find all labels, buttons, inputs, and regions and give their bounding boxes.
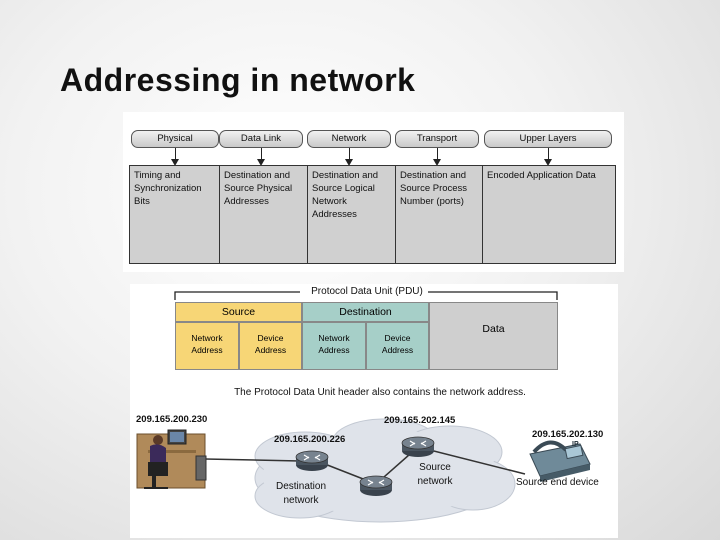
source-network-label: Source network — [406, 461, 464, 489]
router-icon — [401, 436, 435, 457]
description-line: Encoded Application Data — [487, 170, 596, 181]
label-line: Source — [419, 462, 451, 473]
description-line: Source Logical — [312, 183, 375, 194]
description-line: Number (ports) — [400, 196, 464, 207]
field-label: Network — [191, 333, 223, 343]
router-icon — [295, 450, 329, 471]
host-ip-label: 209.165.200.230 — [136, 414, 208, 425]
pdu-source-network-address: Network Address — [175, 322, 239, 370]
label-line: network — [417, 476, 453, 487]
pdu-destination-device-address: Device Address — [366, 322, 429, 370]
pdu-title: Protocol Data Unit (PDU) — [311, 286, 423, 297]
down-arrow-icon — [171, 148, 179, 166]
layer-network-button: Network — [307, 130, 391, 148]
field-label: Network — [318, 333, 350, 343]
src-router-ip-label: 209.165.202.145 — [384, 415, 456, 426]
description-line: Destination and — [224, 170, 291, 181]
field-label: Device — [257, 333, 284, 343]
datalink-description: Destination and Source Physical Addresse… — [220, 166, 308, 263]
down-arrow-icon — [345, 148, 353, 166]
layer-datalink-button: Data Link — [219, 130, 303, 148]
pdu-bracket — [174, 291, 558, 300]
down-arrow-icon — [433, 148, 441, 166]
description-line: Bits — [134, 196, 150, 207]
field-label: Device — [384, 333, 411, 343]
field-label: Address — [318, 345, 350, 355]
layer-description-panel: Timing and Synchronization Bits Destinat… — [129, 165, 616, 264]
layer-upper-button: Upper Layers — [484, 130, 612, 148]
pdu-source-device-address: Device Address — [239, 322, 302, 370]
down-arrow-icon — [257, 148, 265, 166]
osi-addressing-figure: Physical Data Link Network Transport Upp… — [123, 112, 624, 272]
label-line: Destination — [275, 481, 327, 492]
description-line: Destination and — [312, 170, 379, 181]
pc-user-icon — [136, 429, 207, 489]
source-end-device-label: Source end device — [516, 477, 599, 488]
upper-layers-description: Encoded Application Data — [483, 166, 615, 263]
dest-router-ip-label: 209.165.200.226 — [274, 434, 346, 445]
field-label: Address — [381, 345, 414, 355]
description-line: Source Physical — [224, 183, 293, 194]
description-line: Source Process — [400, 183, 468, 194]
network-diagram-graphics — [136, 291, 591, 523]
ip-phone-icon — [529, 440, 591, 482]
description-line: Destination and — [400, 170, 467, 181]
pdu-source-header: Source — [175, 302, 302, 322]
slide-title: Addressing in network — [60, 62, 416, 98]
router-icon — [359, 475, 393, 496]
destination-network-label: Destination network — [270, 480, 332, 508]
down-arrow-icon — [544, 148, 552, 166]
layer-transport-button: Transport — [395, 130, 479, 148]
description-line: Synchronization — [134, 183, 202, 194]
field-label: Address — [254, 345, 287, 355]
pdu-destination-header: Destination — [302, 302, 429, 322]
layer-physical-button: Physical — [131, 130, 219, 148]
pdu-data-field: Data — [429, 302, 558, 370]
phone-ip-label: 209.165.202.130 — [532, 429, 604, 440]
label-line: network — [283, 495, 319, 506]
physical-description: Timing and Synchronization Bits — [130, 166, 220, 263]
field-label: Address — [191, 345, 223, 355]
network-description: Destination and Source Logical Network A… — [308, 166, 396, 263]
pdu-network-figure: Protocol Data Unit (PDU) Source Destinat… — [130, 284, 618, 538]
pdu-caption: The Protocol Data Unit header also conta… — [234, 387, 526, 398]
pdu-data-label: Data — [482, 323, 505, 335]
ip-badge: IP — [572, 441, 579, 448]
pdu-destination-network-address: Network Address — [302, 322, 366, 370]
description-line: Network Addresses — [312, 196, 357, 220]
description-line: Addresses — [224, 196, 269, 207]
description-line: Timing and — [134, 170, 181, 181]
transport-description: Destination and Source Process Number (p… — [396, 166, 483, 263]
